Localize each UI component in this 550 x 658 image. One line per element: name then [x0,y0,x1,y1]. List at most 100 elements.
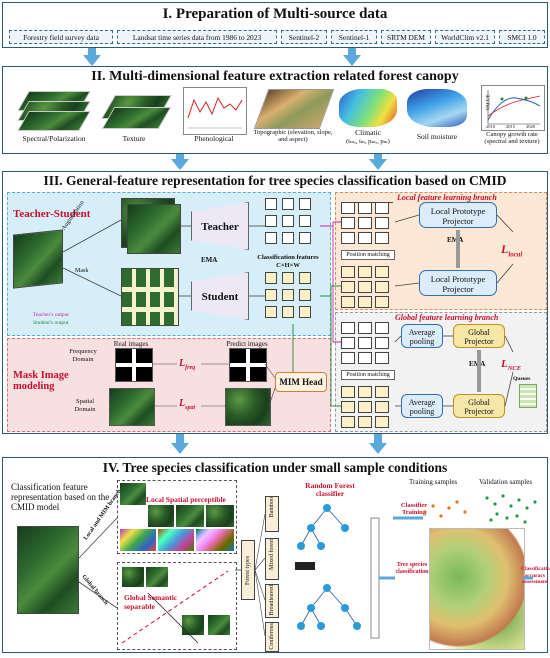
student-output-legend: Student's output [33,320,69,326]
section-3-title: III. General-feature representation for … [43,173,507,188]
classification-map [429,528,525,650]
section-3-panel: III. General-feature representation for … [2,171,548,434]
l-freq-loss: Lfreq [179,358,196,371]
global-semantic-tile [182,615,204,635]
mask-label: Mask [75,268,89,274]
arrow-down-icon [171,443,189,454]
l-local-loss: Llocal [501,242,523,259]
section-4-title: IV. Tree species classification under sm… [102,460,448,475]
arrow-stem [374,154,382,160]
arrow-down-icon [171,159,189,170]
predict-images-label: Predict images [226,340,268,348]
climatic-image [339,89,397,127]
local-spatial-tile [176,505,204,527]
local-spatial-tile [120,483,146,505]
local-prototype-projector-top: Local Prototype Projector [419,202,497,228]
augmented-image [127,204,181,254]
local-spatial-map [196,529,234,551]
chw-label: C×H×W [276,262,300,269]
feature-climatic-label: Climatic [355,128,381,137]
growth-rate-chart: VALUE 2010 2015 2020 [481,85,545,131]
position-matching-global: Position matching [341,370,395,380]
source-smci: SMCI 1.0 [499,30,545,44]
phenology-chart [183,87,247,135]
section-1-title: I. Preparation of Multi-source data [162,6,388,22]
masked-image [121,268,179,326]
type-mixed-forest: Mixed forest [265,538,279,580]
student-network: Student [191,272,249,320]
global-semantic-tile [146,567,168,587]
source-landsat: Landsat time series data from 1986 to 20… [117,30,277,44]
teacher-label: Teacher [201,221,239,233]
local-spatial-tile [148,505,174,527]
global-projector-top: Global Projector [453,324,505,348]
arrow-stem [374,434,382,444]
l-nce-loss: LNCE [501,358,522,373]
local-spatial-tile [206,505,234,527]
local-spatial-label: Local Spatial perceptible [146,495,226,504]
accuracy-assessment-label: Classification accuracy assessment [521,566,550,585]
arrow-stem [88,48,96,56]
forest-types-box: Forest types [241,540,255,600]
feature-phenological-label: Phenological [194,134,234,143]
validation-samples-label: Validation samples [479,478,533,486]
section-1-panel: I. Preparation of Multi-source data Fore… [2,2,548,48]
global-semantic-tile [122,567,144,587]
student-feature-grid [265,272,311,318]
frequency-domain-label: Frequency Domain [69,348,97,363]
global-branch-title: Global feature learning branch [395,313,499,322]
teacher-output-legend: Teacher's output [33,312,69,318]
arrow-down-icon [343,55,361,66]
local-prototype-projector-bottom: Local Prototype Projector [419,270,497,296]
arrow-down-icon [369,159,387,170]
predict-spatial-image [225,388,271,426]
section-4-panel: IV. Tree species classification under sm… [2,457,550,653]
global-semantic-label: Global Semantic separable [124,593,178,611]
average-pooling-top: Average pooling [401,324,443,348]
spectral-image-layer [17,111,91,131]
real-frequency-image [115,348,153,382]
teacher-student-label: Teacher-Student [13,208,91,220]
source-sentinel-2: Sentinel-2 [281,30,327,44]
section-2-title: II. Multi-dimensional feature extraction… [91,69,459,84]
mask-band [122,287,178,292]
rf-classifier-label: Random Forest classifier [305,481,355,498]
growth-year-2020: 2020 [526,124,535,129]
feature-canopy-growth-label: Canopy growth rate (spectral and texture… [484,131,540,145]
feature-topographic-label: Topographic (elevation, slope, and aspec… [253,129,333,143]
growth-rate-curve [487,90,541,125]
growth-axis-y-label: VALUE [486,94,492,111]
queue-stack [519,384,537,408]
global-ema-label: EMA [469,360,486,368]
classification-features-label: Classification features [257,254,319,261]
teacher-feature-grid [265,198,311,244]
position-matching-local: Position matching [341,250,395,260]
feature-texture-label: Texture [122,134,146,143]
queues-label: Queues [513,376,531,382]
mask-band [122,307,178,312]
l-spat-loss: Lspat [179,398,196,411]
feature-spectral-label: Spectral/Polarization [22,134,86,143]
source-forestry-survey: Forestry field survey data [9,30,113,44]
arrow-stem [176,154,184,160]
arrow-down-icon [369,443,387,454]
source-worldclim: WorldClim v2.1 [435,30,495,44]
training-samples-label: Training samples [409,478,458,486]
global-branch-label-iv: Global branch [80,574,109,607]
student-label: Student [201,291,239,303]
sample-points [415,494,537,524]
cmid-input-image [17,526,79,614]
spatial-domain-label: Spatial Domain [74,398,96,413]
global-semantic-tile [208,615,230,635]
local-ema-label: EMA [447,236,464,244]
random-forest-trees [295,504,380,639]
classifier-training-label: Classifier Training [400,502,428,516]
local-branch-title: Local feature learning branch [397,193,497,202]
topographic-image [253,89,335,129]
type-coniferous: Coniferous [265,622,279,652]
local-spatial-panel: Local Spatial perceptible [117,480,237,554]
phenology-line-chart [187,96,243,129]
cmid-text: Classification feature representation ba… [11,482,110,512]
type-broadleaved: Broadleaved [265,584,279,618]
local-grid-bottom [341,266,393,308]
